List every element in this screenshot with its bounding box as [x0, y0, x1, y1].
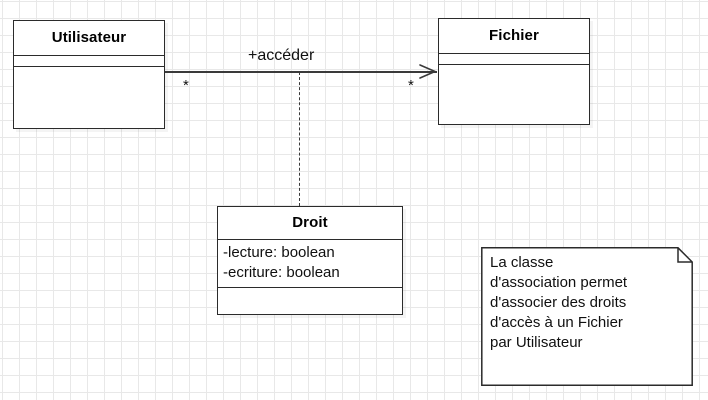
association-class-dashed-link: [299, 72, 300, 206]
multiplicity-target: *: [408, 77, 414, 94]
operations-compartment-droit: [218, 287, 402, 307]
attribute-lecture: -lecture: boolean: [223, 244, 335, 261]
class-name-utilisateur: Utilisateur: [51, 29, 127, 46]
note-text: La classe d'association permet d'associe…: [490, 254, 628, 351]
association-arrowhead-icon: [419, 64, 438, 79]
operations-compartment-utilisateur: [14, 66, 164, 67]
uml-class-utilisateur[interactable]: Utilisateur: [13, 20, 165, 129]
uml-class-fichier[interactable]: Fichier: [438, 18, 590, 125]
uml-note[interactable]: La classe d'association permet d'associe…: [481, 247, 693, 386]
attributes-compartment-droit: -lecture: boolean -ecriture: boolean: [218, 239, 402, 287]
operations-compartment-fichier: [439, 64, 589, 65]
attributes-compartment-utilisateur: [14, 55, 164, 66]
association-label: +accéder: [248, 47, 315, 64]
multiplicity-source: *: [183, 77, 189, 94]
attribute-ecriture: -ecriture: boolean: [223, 264, 340, 281]
class-name-droit: Droit: [292, 214, 328, 231]
class-name-fichier: Fichier: [489, 27, 539, 44]
association-line[interactable]: [165, 71, 437, 73]
attributes-compartment-fichier: [439, 53, 589, 64]
uml-class-droit[interactable]: Droit -lecture: boolean -ecriture: boole…: [217, 206, 403, 315]
note-shape-icon: [481, 247, 693, 386]
